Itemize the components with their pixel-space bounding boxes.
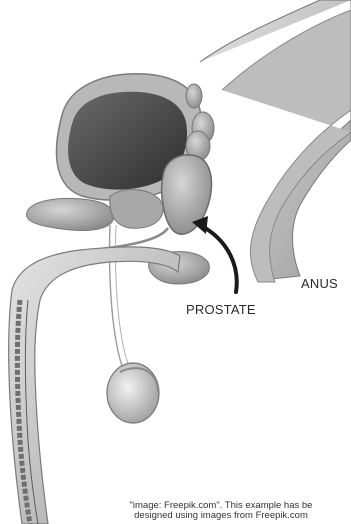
credit-line-2: designed using images from Freepik.com — [92, 511, 350, 521]
testis — [107, 363, 159, 423]
prostate-label: PROSTATE — [186, 302, 256, 317]
rectum — [200, 0, 351, 282]
anus-label: ANUS — [301, 276, 338, 291]
image-credit: "image: Freepik.com". This example has b… — [92, 501, 350, 521]
